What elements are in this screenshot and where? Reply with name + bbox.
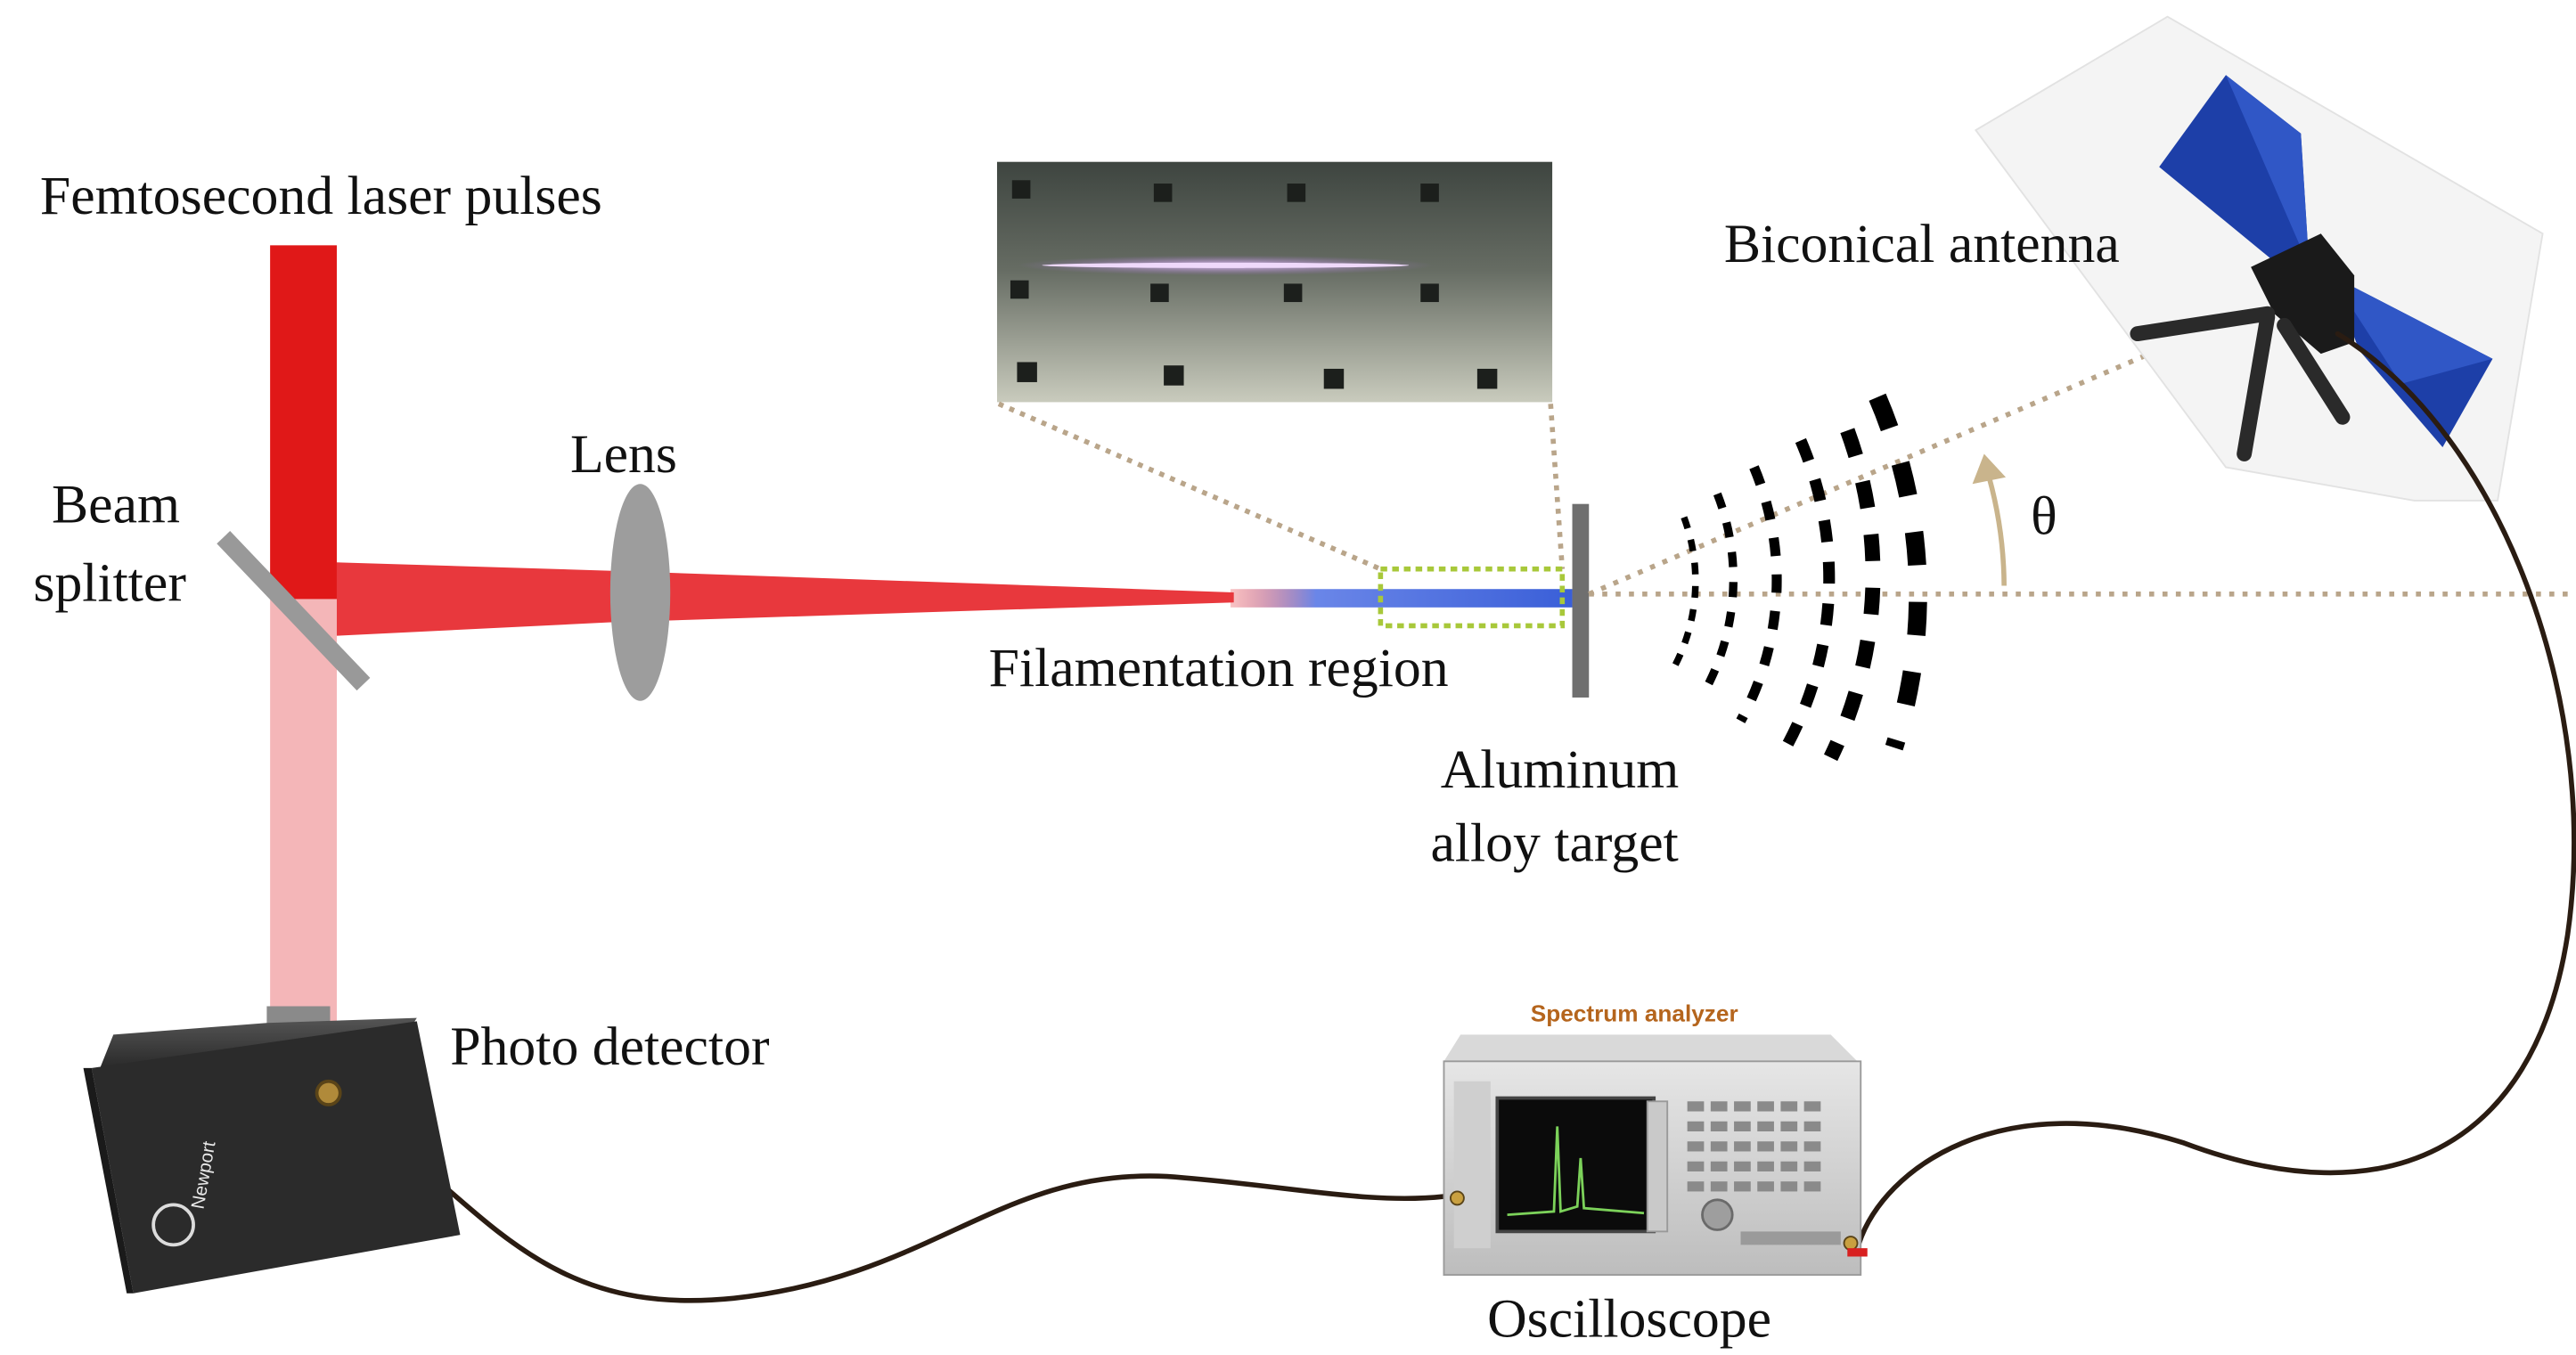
incoming-laser-beam: [270, 245, 337, 600]
breadboard-holes: [1010, 180, 1498, 389]
analyzer-knob: [1701, 1198, 1734, 1231]
target-label-line2: alloy target: [1430, 813, 1678, 874]
wavefront-1: [1671, 516, 1699, 670]
photo-detector-label: Photo detector: [450, 1016, 770, 1077]
beam-splitter-icon: [217, 531, 371, 691]
biconical-antenna-icon: [1974, 15, 2544, 502]
angle-arrow-icon: [1972, 453, 2007, 586]
antenna-hub: [2251, 233, 2355, 355]
signal-cables: [323, 331, 2576, 1303]
analyzer-screen: [1495, 1096, 1656, 1234]
wavefront-3: [1736, 465, 1782, 723]
axis-reference-lines: [1588, 278, 2576, 597]
wavefront-6: [1869, 393, 1927, 751]
focused-laser-beam: [336, 562, 1234, 636]
newport-logo: [151, 1203, 195, 1247]
spectrum-analyzer-icon: [1443, 1034, 1868, 1277]
filamentation-zoom-box: [1378, 566, 1566, 629]
filament-photo-inset: [996, 161, 1553, 403]
filament-channel: [1230, 589, 1573, 608]
laser-label: Femtosecond laser pulses: [40, 166, 602, 226]
laser-beam-path: [270, 245, 1573, 1028]
lens-icon: [609, 484, 671, 701]
wavefront-4: [1779, 437, 1836, 755]
beam-splitter-label-line2: splitter: [33, 552, 186, 613]
thz-radiation-wavefronts: [1671, 393, 1927, 762]
target-label-line1: Aluminum: [1441, 739, 1680, 800]
antenna-tripod: [2130, 306, 2351, 461]
antenna-cable: [1856, 331, 2576, 1246]
transmitted-reference-beam: [270, 599, 337, 1028]
wavefront-5: [1824, 428, 1881, 762]
angle-label: θ: [2031, 486, 2057, 546]
analyzer-keypad: [1687, 1101, 1821, 1192]
spectrum-trace: [1507, 1126, 1645, 1217]
zoom-guide-lines: [997, 401, 1566, 572]
photo-detector-icon: Newport: [83, 1006, 461, 1294]
analyzer-input-port-left: [1450, 1190, 1465, 1206]
filamentation-region-label: Filamentation region: [989, 638, 1449, 698]
detector-front-face: [91, 1021, 461, 1294]
detector-bnc-port: [315, 1079, 342, 1106]
oscilloscope-label: Oscilloscope: [1487, 1288, 1771, 1349]
antenna-label: Biconical antenna: [1724, 214, 2120, 274]
beam-splitter-label-line1: Beam: [52, 474, 180, 535]
spectrum-analyzer-caption: Spectrum analyzer: [1531, 1000, 1738, 1026]
detector-cable: [323, 1087, 1447, 1303]
analyzer-input-port-right: [1843, 1236, 1859, 1251]
target-plate-icon: [1572, 503, 1590, 698]
wavefront-2: [1700, 492, 1738, 695]
lens-label: Lens: [570, 424, 677, 485]
